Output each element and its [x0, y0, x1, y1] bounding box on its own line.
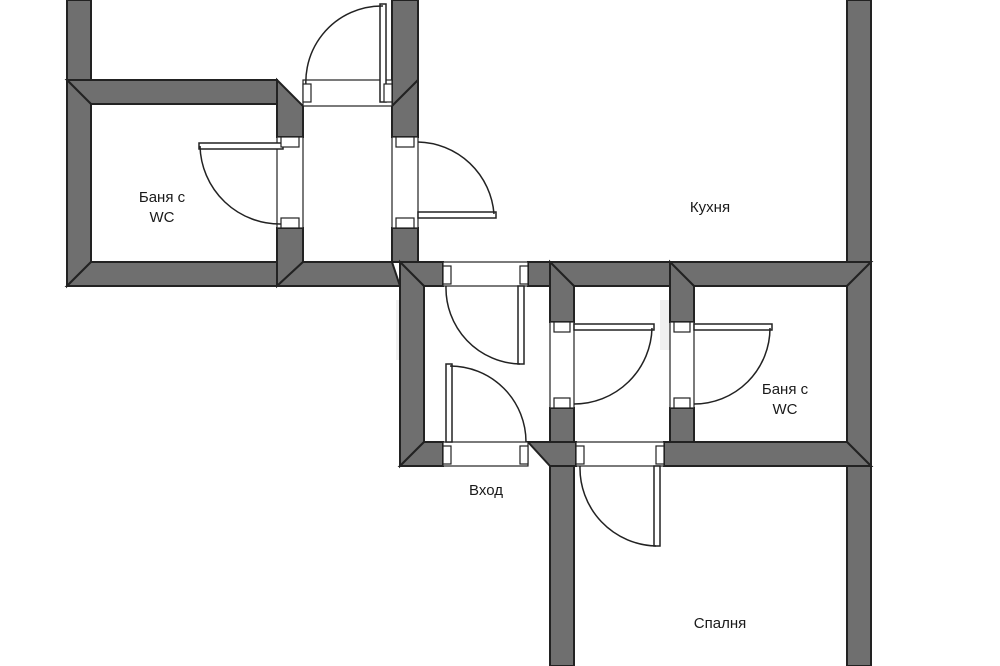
door-top-corridor	[302, 3, 393, 103]
wall-entrance-left	[399, 259, 425, 469]
door-entrance-top	[442, 265, 529, 365]
opening-top-corridor	[302, 79, 393, 107]
opening-bath-left	[276, 136, 304, 229]
wall-bath-right-top	[667, 261, 874, 287]
wall-partition-top	[527, 261, 551, 287]
wall-bath-right-right	[846, 259, 872, 469]
wall-corridor-left-upper	[276, 77, 304, 138]
opening-bedroom	[575, 441, 665, 467]
opening-hall-left	[549, 321, 575, 409]
wall-bedroom-top	[663, 441, 874, 467]
room-label-entrance-name: Вход	[469, 482, 503, 499]
door-bath-left	[198, 136, 300, 229]
room-label-bath-left-line2: WC	[149, 209, 175, 226]
wall-kitchen-right	[846, 0, 872, 263]
door-bedroom	[575, 445, 665, 547]
wall-bath-left-bottom	[64, 261, 278, 287]
door-entrance-front	[442, 363, 529, 465]
wall-bedroom-left	[549, 439, 575, 666]
door-kitchen	[395, 136, 497, 229]
wall-corridor-right-lower	[391, 227, 419, 263]
room-label-bath-left: Баня с WC	[122, 188, 202, 228]
wall-hall-bath-divider-lower	[669, 407, 695, 443]
opening-entrance-bottom	[442, 441, 529, 467]
opening-bath-right	[669, 321, 695, 409]
opening-kitchen	[391, 136, 419, 229]
wall-bath-left-left	[66, 77, 92, 289]
room-label-bath-left-line1: Баня с	[138, 189, 186, 206]
wall-top-left-vertical	[66, 0, 92, 81]
room-label-kitchen: Кухня	[670, 198, 750, 218]
room-label-entrance: Вход	[446, 481, 526, 501]
room-label-kitchen-name: Кухня	[689, 199, 731, 216]
door-bath-right	[673, 321, 773, 409]
walls	[64, 0, 874, 666]
room-label-bedroom: Спалня	[680, 614, 760, 634]
room-label-bath-right: Баня с WC	[745, 380, 825, 420]
wall-bedroom-right	[846, 465, 872, 666]
wall-bath-left-top	[64, 79, 278, 105]
room-label-bath-right-line1: Баня с	[761, 381, 809, 398]
opening-entrance-top	[442, 261, 529, 287]
room-label-bedroom-name: Спалня	[693, 615, 747, 632]
wall-bedroom-left-cap	[525, 441, 577, 467]
room-label-bath-right-line2: WC	[772, 401, 798, 418]
door-hall	[553, 321, 655, 409]
wall-hall-left-lower	[549, 407, 575, 443]
doors	[198, 3, 773, 547]
